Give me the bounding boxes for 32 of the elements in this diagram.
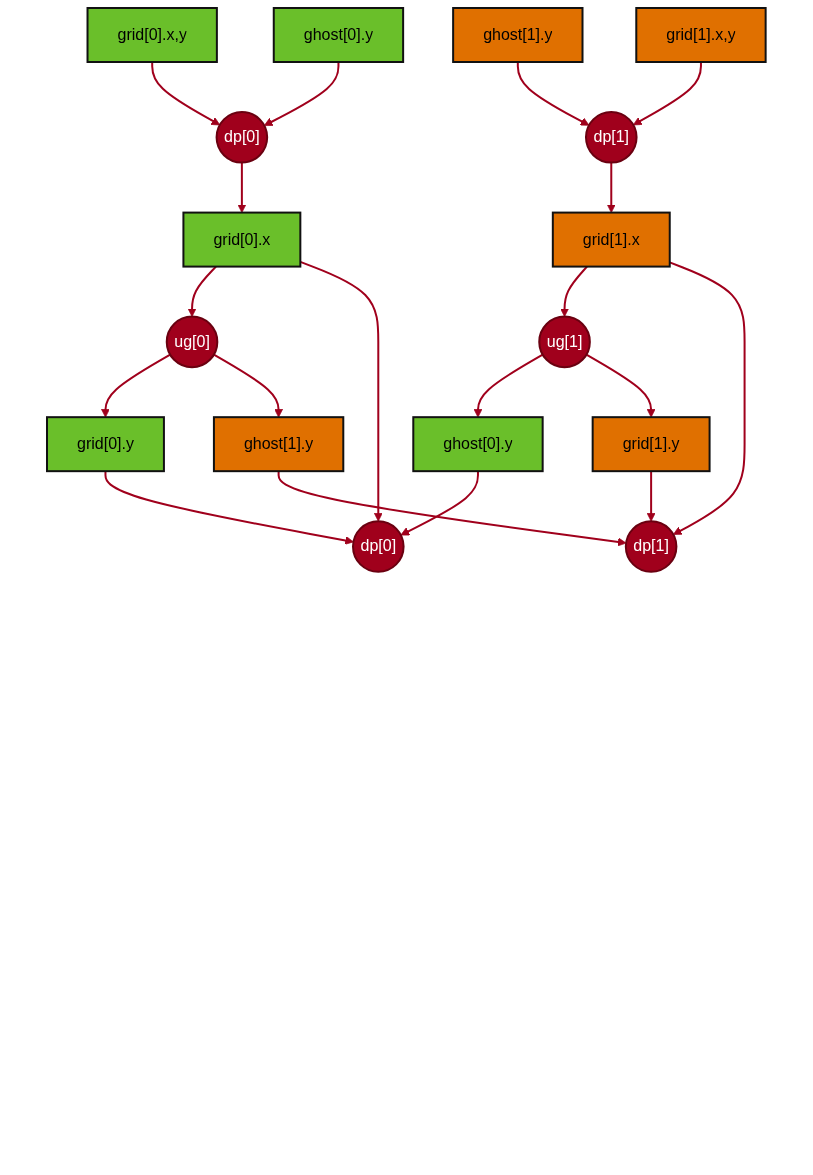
node-box: grid[1].x [552, 211, 671, 268]
arrow [104, 470, 354, 545]
node-circle: dp[1] [625, 520, 678, 573]
node-box: ghost[1].y [452, 7, 584, 63]
node-box: ghost[0].y [412, 416, 544, 473]
node-box: ghost[1].y [213, 416, 345, 473]
arrow [646, 470, 656, 522]
node-box: grid[0].x [182, 211, 302, 268]
arrow [237, 161, 247, 213]
arrow [400, 470, 480, 536]
node-circle: dp[0] [352, 520, 405, 573]
arrow [585, 353, 656, 418]
arrow [473, 353, 544, 418]
node-box: grid[0].x,y [86, 7, 219, 63]
arrow [101, 353, 172, 418]
arrow [264, 61, 340, 126]
arrow [213, 353, 284, 418]
node-circle: ug[0] [165, 315, 219, 369]
arrow [277, 470, 627, 547]
arrow [517, 61, 590, 126]
node-box: grid[1].x,y [635, 7, 767, 63]
arrow [633, 61, 703, 126]
node-box: ghost[0].y [272, 7, 405, 63]
node-box: grid[1].y [591, 416, 711, 473]
arrow [607, 161, 616, 213]
arrow [151, 61, 221, 126]
node-box: grid[0].y [46, 416, 166, 473]
arrow [560, 265, 589, 317]
arrow [187, 265, 218, 317]
node-circle: dp[0] [215, 111, 269, 164]
node-circle: dp[1] [585, 111, 638, 164]
node-circle: ug[1] [538, 315, 591, 369]
